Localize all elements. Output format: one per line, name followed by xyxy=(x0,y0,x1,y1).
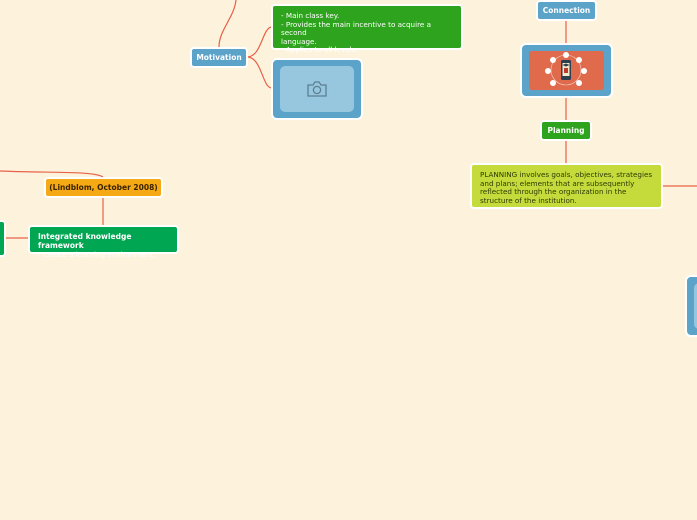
camera-icon xyxy=(307,81,327,97)
motivation-note-line: - Main class key. xyxy=(281,11,340,20)
framework-title: Integrated knowledge framework xyxy=(38,232,132,250)
framework-node[interactable]: Integrated knowledge framework - Create … xyxy=(28,225,179,259)
planning-note-line: and plans; elements that are subsequentl… xyxy=(480,178,635,188)
planning-topic[interactable]: Planning xyxy=(540,120,592,141)
planning-note-line: structure of the institution. xyxy=(480,195,577,205)
motivation-note-line: language. xyxy=(281,36,317,46)
planning-note-line: reflected through the organization in th… xyxy=(480,187,627,197)
image-frame xyxy=(694,283,697,329)
connection-topic[interactable]: Connection xyxy=(536,0,597,21)
connection-image[interactable] xyxy=(520,43,613,98)
motivation-note-line: - Applies to all levels. xyxy=(281,45,358,55)
image-placeholder[interactable] xyxy=(271,58,363,120)
framework-line: - Create a learning environment. xyxy=(38,250,156,259)
image-frame xyxy=(280,66,354,112)
motivation-note[interactable]: - Main class key. - Provides the main in… xyxy=(271,4,463,54)
planning-note-line: PLANNING involves goals, objectives, str… xyxy=(480,170,653,179)
offscreen-topic[interactable] xyxy=(0,220,6,257)
offscreen-image-placeholder[interactable] xyxy=(685,275,697,337)
motivation-note-line: - Provides the main incentive to acquire… xyxy=(281,19,432,38)
citation-node[interactable]: (Lindblom, October 2008) xyxy=(44,177,163,198)
planning-note[interactable]: PLANNING involves goals, objectives, str… xyxy=(470,163,663,209)
mobile-learning-illustration xyxy=(529,51,604,90)
mobile-learning-icon xyxy=(545,52,587,86)
motivation-topic[interactable]: Motivation xyxy=(190,47,248,68)
